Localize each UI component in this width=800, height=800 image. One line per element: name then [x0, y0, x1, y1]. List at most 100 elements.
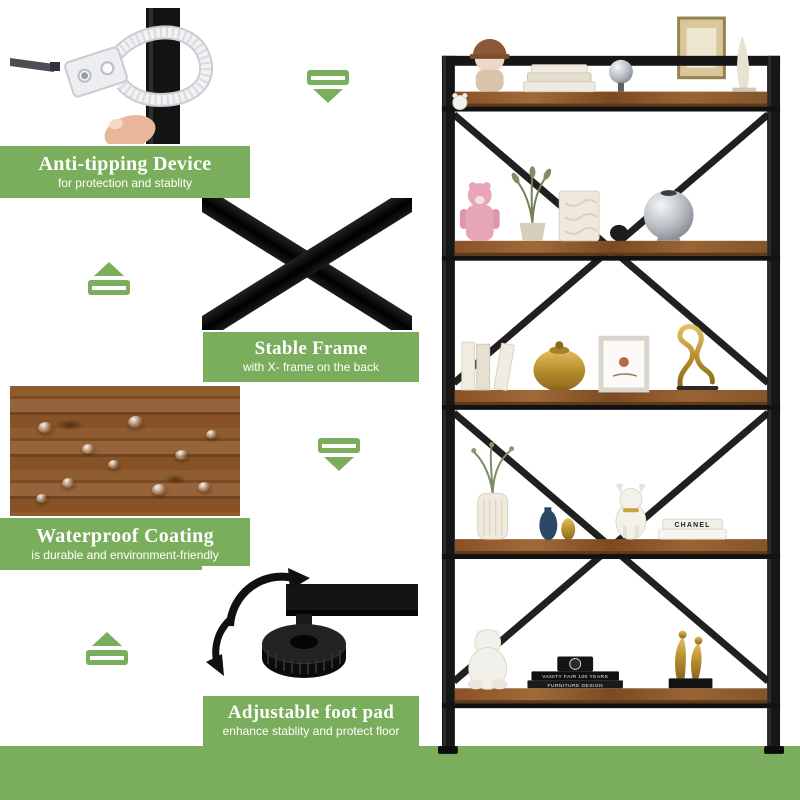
twig-leaf — [509, 446, 515, 452]
arrow-triangle — [313, 89, 343, 103]
arrow-triangle — [94, 262, 124, 276]
carved-panel — [558, 190, 600, 242]
dog-legs — [622, 525, 639, 539]
book-stack — [530, 64, 588, 74]
water-droplet — [198, 482, 211, 492]
sculpture-base — [676, 385, 719, 390]
pink-bear-head — [467, 183, 492, 207]
globe-stand — [617, 82, 624, 92]
chanel-book-text: CHANEL — [674, 522, 710, 529]
bear-paw — [467, 679, 484, 690]
arrow-triangle — [92, 632, 122, 646]
up-arrow-icon — [84, 632, 130, 665]
plant-leaf — [511, 172, 520, 184]
figurine-base — [668, 678, 713, 689]
gold-figure — [690, 642, 702, 679]
anti-tipping-label: Anti-tipping Device for protection and s… — [0, 146, 250, 198]
leaning-book-cover — [493, 342, 516, 392]
shelf-4-decor — [459, 166, 694, 242]
doll-body — [475, 69, 504, 92]
doll-hat-brim — [469, 53, 510, 59]
bear-muzzle — [474, 196, 485, 205]
twigs — [473, 445, 513, 494]
dog-ear — [638, 483, 646, 494]
water-droplet — [175, 450, 189, 460]
vertical-book — [476, 343, 491, 391]
gold-vase-lid — [549, 346, 570, 355]
sculpture-base — [732, 87, 757, 92]
chanel-book-top — [662, 518, 723, 530]
arrow-triangle — [324, 457, 354, 471]
tall-sculpture — [737, 35, 750, 92]
shelf-1-decor: VANITY FAIR 100 YEARS FURNITURE DESIGN — [467, 629, 713, 690]
water-droplet — [38, 422, 53, 433]
pad-ribs — [267, 650, 341, 674]
bracket-hole-right — [100, 61, 115, 76]
zip-tie-graphic — [10, 8, 214, 144]
stable-frame-image — [202, 198, 412, 330]
water-droplet — [128, 416, 144, 428]
twig-leaf — [489, 442, 495, 448]
twig-leaf — [471, 448, 477, 454]
black-book — [531, 671, 619, 681]
pad-hub — [290, 635, 318, 649]
gold-vase-foot — [549, 386, 570, 391]
waterproof-title: Waterproof Coating — [36, 524, 214, 547]
globe-ornament — [609, 59, 633, 84]
shelf-boards — [441, 91, 781, 709]
furniture-design-book-text: FURNITURE DESIGN — [547, 683, 603, 689]
down-arrow-icon — [316, 438, 362, 471]
gold-vase — [533, 349, 586, 391]
gold-spiral-sculpture — [677, 324, 715, 391]
plant-leaf — [543, 168, 552, 180]
arrow-bar — [307, 70, 349, 85]
gold-vase-knob — [555, 341, 564, 350]
mini-hanging-bear — [452, 95, 468, 111]
screwdriver-icon — [10, 58, 54, 72]
arrow-bar — [88, 280, 130, 295]
dog-figurine-head — [619, 487, 643, 511]
plant-stems — [514, 173, 549, 224]
waterproof-label: Waterproof Coating is durable and enviro… — [0, 518, 250, 570]
carved-vase — [477, 492, 509, 540]
foot-pad-subtitle: enhance stablity and protect floor — [222, 724, 400, 739]
foot-bolt — [296, 614, 312, 626]
metal-frame — [441, 55, 781, 746]
shelf-5-decor — [452, 35, 757, 111]
adjustable-feet — [437, 745, 785, 754]
water-droplet — [108, 460, 120, 469]
foot-pad-title: Adjustable foot pad — [227, 702, 395, 724]
gold-figure-head — [694, 636, 703, 645]
clock-face — [569, 657, 582, 670]
up-arrow-icon — [86, 262, 132, 295]
top-rail — [441, 55, 781, 66]
bear-paw — [491, 679, 508, 690]
pink-bear-body — [465, 205, 494, 241]
shelf-2-decor: CHANEL — [471, 442, 727, 541]
water-droplet — [152, 484, 167, 495]
foot-pad-graphic — [206, 568, 418, 678]
stable-frame-label: Stable Frame with X- frame on the back — [203, 332, 419, 382]
foot-pad-label: Adjustable foot pad enhance stablity and… — [203, 696, 419, 746]
black-book — [527, 680, 623, 689]
foot-pad — [437, 745, 458, 754]
gold-figure-head — [678, 630, 687, 639]
wall-art-frame — [677, 16, 726, 80]
water-droplet — [62, 478, 75, 488]
zip-tie-ribs — [110, 27, 212, 106]
leaning-book — [493, 342, 516, 392]
water-droplet — [82, 444, 95, 454]
chanel-book-bottom — [658, 528, 727, 540]
bookshelf-product-photo: CHANEL VANITY FAIR 100 YEARS FURNITURE D… — [432, 10, 790, 758]
plant-pot — [519, 222, 546, 241]
doll-hat — [472, 38, 507, 56]
rotate-arrow-icon — [226, 572, 295, 627]
black-ornament — [610, 224, 628, 241]
vase-pattern — [482, 499, 503, 536]
anchor-bracket — [64, 46, 128, 98]
bottom-green-band — [0, 746, 800, 800]
water-droplet — [206, 430, 218, 439]
bear-arm — [459, 208, 468, 229]
right-post-highlight — [768, 55, 772, 746]
anti-tipping-subtitle: for protection and stablity — [57, 175, 193, 190]
